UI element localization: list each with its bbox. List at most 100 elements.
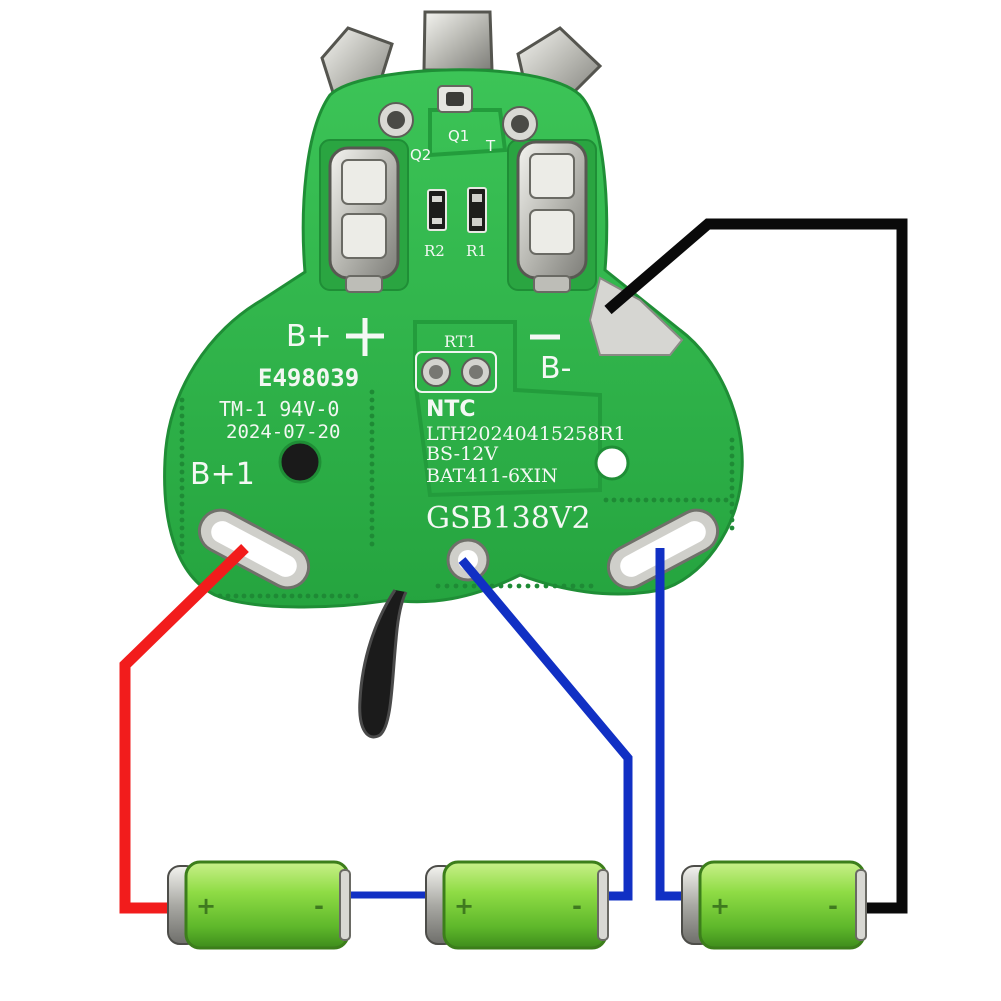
- via-dot: [179, 413, 185, 419]
- via-dot: [683, 497, 689, 503]
- via-dot: [369, 509, 375, 515]
- via-dot: [179, 493, 185, 499]
- via-dot: [525, 583, 531, 589]
- label-bs: BS-12V: [426, 443, 498, 465]
- plus-symbol-icon: [346, 318, 384, 356]
- via-dot: [729, 445, 735, 451]
- via-dot: [369, 405, 375, 411]
- mount-hole-left: [278, 440, 322, 484]
- label-r2: R2: [424, 242, 445, 260]
- resistors: [427, 187, 487, 233]
- fuse-holder-right: [507, 139, 597, 293]
- via-dot: [369, 469, 375, 475]
- ntc-lead: [358, 589, 408, 739]
- via-dot: [516, 583, 522, 589]
- wire-blue-right: [655, 548, 690, 901]
- via-dot: [561, 583, 567, 589]
- via-dot: [369, 493, 375, 499]
- via-dot: [369, 533, 375, 539]
- via-dot: [651, 497, 657, 503]
- via-dot: [369, 517, 375, 523]
- label-rating: TM-1 94V-0: [219, 397, 339, 421]
- pcb-board: Q2 Q1 T R2 R1 B+ E498039 TM-1 94V-0 2024…: [163, 68, 744, 609]
- via-dot: [729, 517, 735, 523]
- via-dot: [507, 583, 513, 589]
- via-dot: [179, 485, 185, 491]
- label-rt1: RT1: [444, 332, 477, 351]
- via-dot: [444, 583, 450, 589]
- via-dot: [707, 497, 713, 503]
- via-dot: [179, 405, 185, 411]
- via-dot: [534, 583, 540, 589]
- via-dot: [369, 437, 375, 443]
- via-dot: [369, 453, 375, 459]
- via-dot: [659, 497, 665, 503]
- via-dot: [225, 593, 231, 599]
- label-bminus: B-: [540, 351, 571, 386]
- via-dot: [369, 429, 375, 435]
- label-r1: R1: [466, 242, 487, 260]
- via-dot: [179, 541, 185, 547]
- via-dot: [369, 541, 375, 547]
- trace-region-center: [413, 320, 602, 498]
- via-dot: [369, 397, 375, 403]
- via-dot: [265, 593, 271, 599]
- via-dot: [179, 525, 185, 531]
- via-dot: [369, 421, 375, 427]
- via-dot: [579, 583, 585, 589]
- battery-cell-2: + -: [425, 860, 609, 950]
- via-dot: [453, 583, 459, 589]
- via-dot: [471, 583, 477, 589]
- fuse-holder-left: [319, 139, 409, 293]
- cell-2-minus-sign: -: [572, 892, 582, 920]
- via-dot: [329, 593, 335, 599]
- via-dot: [369, 525, 375, 531]
- via-dot: [729, 493, 735, 499]
- trace-region-top: [428, 108, 508, 158]
- contact-tab-center: [422, 10, 494, 72]
- via-dot: [179, 509, 185, 515]
- via-dot: [179, 445, 185, 451]
- via-dots: [179, 389, 735, 599]
- label-q1: Q1: [448, 127, 469, 145]
- via-dot: [729, 437, 735, 443]
- wire-black: [604, 218, 908, 914]
- battery-cell-3: + -: [681, 860, 867, 950]
- via-dot: [667, 497, 673, 503]
- label-serial: E498039: [258, 364, 359, 392]
- via-dot: [179, 421, 185, 427]
- via-dot: [729, 469, 735, 475]
- via-dot: [179, 429, 185, 435]
- via-dot: [179, 461, 185, 467]
- via-dot: [289, 593, 295, 599]
- via-dot: [462, 583, 468, 589]
- via-dot: [588, 583, 594, 589]
- via-dot: [675, 497, 681, 503]
- via-dot: [179, 549, 185, 555]
- label-model: GSB138V2: [426, 501, 591, 536]
- via-dot: [179, 501, 185, 507]
- via-dot: [489, 583, 495, 589]
- wires: [119, 218, 908, 914]
- via-dot: [353, 593, 359, 599]
- label-bplus1: B+1: [190, 457, 255, 492]
- component-pads-top: [378, 85, 538, 142]
- via-dot: [543, 583, 549, 589]
- via-dot: [603, 497, 609, 503]
- via-dot: [313, 593, 319, 599]
- via-dot: [249, 593, 255, 599]
- label-date: 2024-07-20: [226, 421, 340, 443]
- cell-1-plus-sign: +: [196, 892, 216, 920]
- via-dot: [643, 497, 649, 503]
- via-dot: [179, 437, 185, 443]
- via-dot: [691, 497, 697, 503]
- via-dot: [729, 501, 735, 507]
- via-dot: [715, 497, 721, 503]
- label-t: T: [485, 137, 496, 155]
- solder-pad-mid: [446, 538, 490, 582]
- via-dot: [729, 461, 735, 467]
- via-dot: [369, 477, 375, 483]
- battery-cell-1: + -: [167, 860, 351, 950]
- via-dot: [369, 461, 375, 467]
